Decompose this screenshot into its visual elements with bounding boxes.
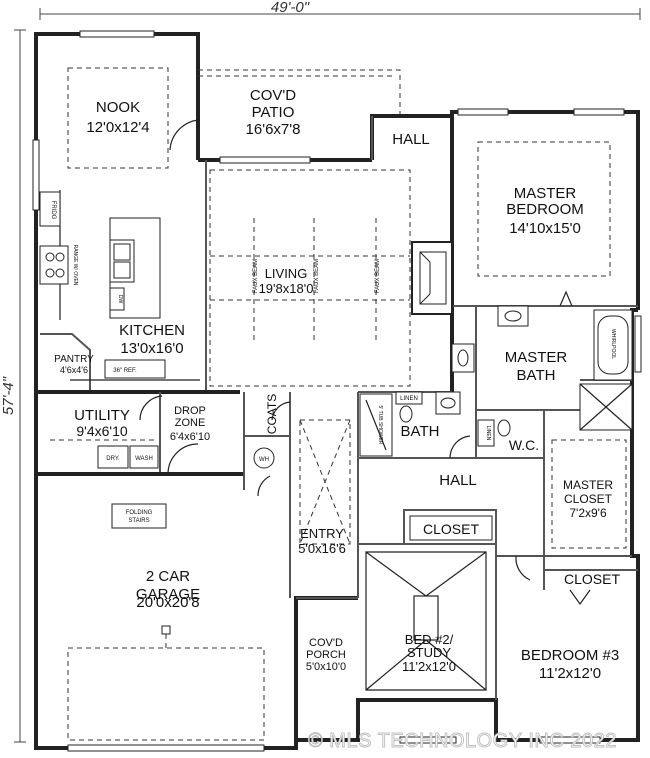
bath-fixtures [359,391,423,457]
linen-label-1: LINEN [400,396,418,402]
faux-beams [253,218,377,340]
garage-name-1: 2 CAR [146,568,190,585]
master-closet-name-1: MASTER [563,478,613,492]
bed2-closet-box [409,515,493,541]
patio-size: 16'6x7'8 [246,121,301,138]
closet-bed2-name: CLOSET [423,521,479,537]
master-bedroom-size: 14'10x15'0 [509,220,581,237]
bed2-size: 11'2x12'0 [402,659,456,674]
master-bedroom-ceiling [477,141,611,277]
bed3-size: 11'2x12'0 [539,665,601,682]
closet-bed3-name: CLOSET [564,571,620,587]
nook-size: 12'0x12'4 [86,119,149,136]
master-bedroom-name-2: BEDROOM [506,201,584,218]
dryer-label: DRY. [106,456,120,462]
depth-dimension: 57'-4" [0,376,17,415]
bed3-name: BEDROOM #3 [521,647,619,664]
dishwasher-label: DW [117,295,123,304]
living-name: LIVING [265,266,308,281]
entry-name: ENTRY [300,526,344,541]
patio-door-swing [169,119,199,151]
pantry-name: PANTRY [54,354,94,365]
water-heater-icon [253,447,275,469]
nook-name: NOOK [96,99,140,116]
beam-label-1: FAUX BEAM [253,259,259,293]
porch-name-1: COV'D [309,637,343,649]
tub-label: 5' TUB SHOWER [377,406,383,445]
dimension-lines [14,8,641,743]
master-closet-size: 7'2x9'6 [569,506,607,520]
kitchen-counters [39,190,200,381]
living-size: 19'8x18'0 [259,281,314,296]
master-bedroom-name-1: MASTER [514,185,577,202]
porch-size: 5'0x10'0 [306,661,346,673]
garage-door-opening [67,647,265,741]
bath-name: BATH [401,423,440,440]
patio-name-2: PATIO [252,104,295,121]
range-label: RANGE W/ OVEN [72,245,78,286]
patio-name-1: COV'D [250,87,296,104]
master-bath-name-1: MASTER [505,349,568,366]
master-bath-name-2: BATH [517,367,556,384]
bed2-name-1: BED #2/ [405,632,454,647]
garage-size: 20'0x20'8 [136,594,199,611]
wc-name: W.C. [509,437,539,453]
wh-door-swing [257,475,271,497]
patio-outline [198,69,401,114]
fireplace [411,241,453,315]
utility-size: 9'4x6'10 [76,423,127,439]
ref-label: 36" REF. [113,368,137,374]
porch-name-2: PORCH [306,649,346,661]
master-closet-name-2: CLOSET [564,492,613,506]
beam-label-2: FAUX BEAM [314,259,320,293]
bed2-ceiling [365,551,487,691]
width-dimension: 49'-0" [271,0,310,16]
whirlpool-label: WHIRLPOOL [610,329,616,359]
washer-label: WASH [135,456,153,462]
linen-label-2: LINEN [485,426,491,441]
entry-size: 5'0x16'6 [298,541,346,556]
hall-top-name: HALL [392,131,430,148]
entry-ceiling [299,419,351,545]
drop-zone-name-2: ZONE [175,417,206,429]
pantry-size: 4'6x4'6 [60,365,88,375]
master-bath-fixtures [435,305,633,431]
beam-label-3: FAUX BEAM [375,259,381,293]
bed2-name-2: STUDY [407,645,451,660]
linen-2-closet [477,419,495,447]
drop-zone-size: 6'4x6'10 [170,431,210,443]
hall-mid-name: HALL [439,472,477,489]
nook-dashed-area [67,67,169,169]
folding-stairs-box [111,503,167,529]
bed3-closet-door [569,589,591,606]
coats-door-swing [271,401,291,421]
drop-zone-name-1: DROP [174,405,206,417]
kitchen-name: KITCHEN [119,322,185,339]
living-ceiling-outline [209,169,411,387]
utility-fixtures [50,439,159,469]
utility-name: UTILITY [74,407,130,424]
garage-door-swing [167,443,199,475]
watermark: © MLS TECHNOLOGY INC 2022 [308,730,617,752]
drop-zone-door-swing [139,395,163,421]
garage-name-2: GARAGE [136,586,200,603]
coats-name: COATS [265,394,279,434]
toilet-icon [497,419,511,437]
windows [32,30,642,752]
garage-opener [161,625,171,635]
kitchen-size: 13'0x16'0 [120,340,183,357]
wh-label: WH [259,457,269,463]
master-door-swing [559,290,573,307]
master-closet-shelf [551,439,627,549]
fridge-label: FRIDG [50,201,56,220]
folding-stairs-label-2: STAIRS [128,518,149,524]
bath-door-swing [449,435,471,459]
folding-stairs-label-1: FOLDING [126,510,153,516]
bed3-door-swing [515,555,531,581]
